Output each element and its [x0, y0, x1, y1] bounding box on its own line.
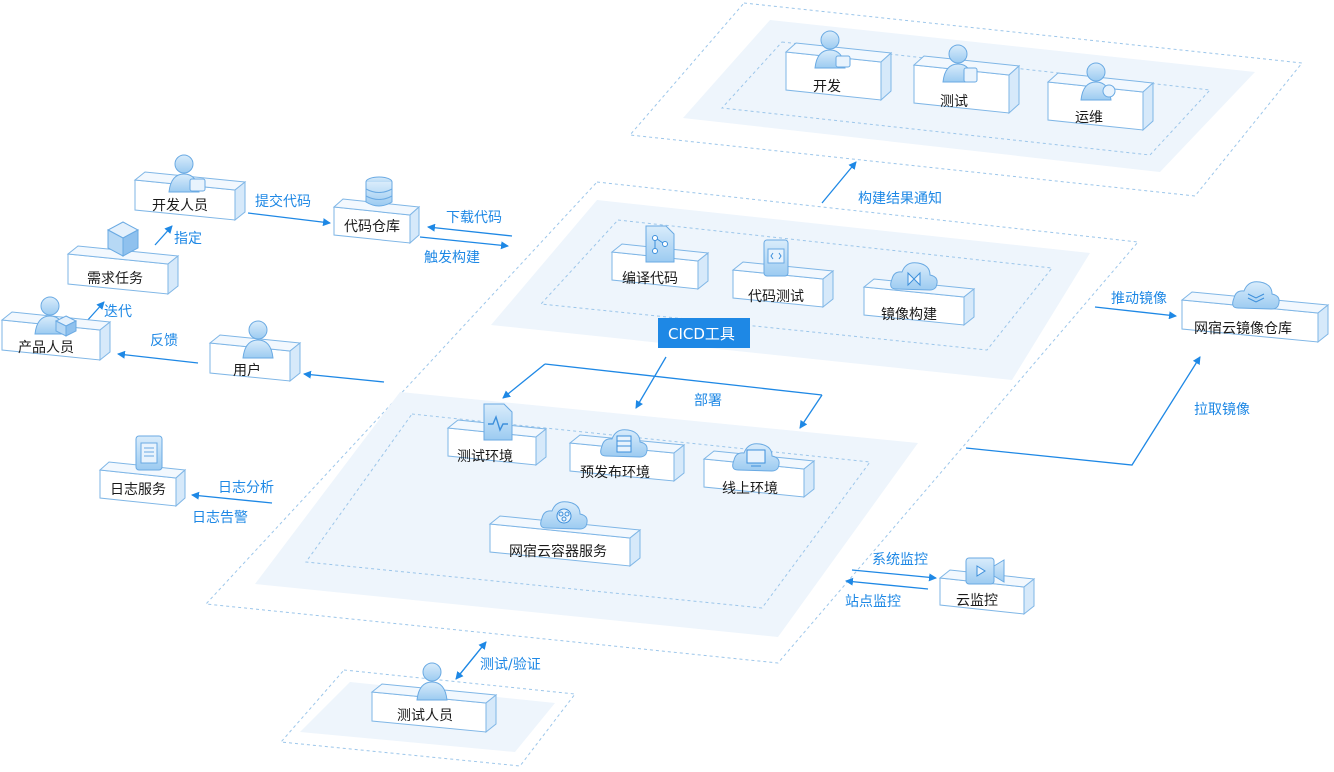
node-label-test: 测试 [940, 94, 968, 110]
cloud-image-icon [1232, 281, 1280, 310]
branch-icon [645, 225, 675, 263]
edge-label-build-notify: 构建结果通知 [858, 190, 942, 207]
developer-person-icon [168, 154, 206, 193]
node-cloud-monitor[interactable] [938, 569, 1036, 616]
zone-team-inner [720, 41, 1212, 156]
cloud-server-icon [600, 429, 648, 458]
database-icon [365, 176, 393, 207]
cube-icon [106, 221, 140, 257]
zone-team-outer [628, 2, 1303, 197]
node-label-online-env: 线上环境 [722, 481, 778, 497]
edge-site-monitor [845, 577, 929, 590]
node-label-image-build: 镜像构建 [881, 307, 937, 323]
edge-deploy-left [502, 363, 546, 399]
node-label-tester: 测试人员 [397, 708, 453, 724]
node-label-pre-release-env: 预发布环境 [580, 465, 650, 481]
edge-label-download-code: 下载代码 [446, 210, 502, 226]
node-label-product: 产品人员 [18, 340, 74, 356]
node-label-cloud-monitor: 云监控 [956, 593, 998, 609]
node-label-dev: 开发 [813, 79, 841, 95]
node-code-repo[interactable] [332, 198, 421, 245]
cloud-build-icon [890, 262, 938, 291]
edge-label-site-monitor: 站点监控 [845, 594, 901, 610]
edge-label-assign: 指定 [174, 231, 202, 247]
edges: 提交代码 下载代码 触发构建 指定 迭代 反馈 日志分析 日志告警 构建结果通知… [85, 161, 1250, 680]
user-person-icon [242, 320, 274, 359]
edge-label-test-verify: 测试/验证 [480, 657, 541, 673]
edge-log-analysis [191, 491, 273, 504]
cloud-container-icon [540, 501, 588, 530]
edge-label-feedback: 反馈 [150, 333, 178, 349]
node-label-ops: 运维 [1075, 110, 1103, 126]
edge-label-push-image: 推动镜像 [1111, 291, 1167, 307]
edge-label-submit-code: 提交代码 [255, 193, 311, 210]
node-test[interactable] [912, 55, 1021, 115]
node-label-image-repo: 网宿云镜像仓库 [1194, 320, 1292, 337]
edge-submit-code [247, 212, 331, 227]
cicd-badge[interactable] [658, 318, 750, 348]
zone-tester-outer [279, 669, 576, 767]
node-label-user: 用户 [233, 362, 261, 379]
nodes: 开发 测试 运维 [0, 30, 1330, 734]
zone-tools-inner [539, 219, 1053, 351]
zone-deploy-inner [305, 413, 871, 609]
node-label-log-service: 日志服务 [110, 482, 166, 498]
node-label-developer: 开发人员 [152, 198, 208, 214]
node-label-container-service: 网宿云容器服务 [509, 543, 607, 560]
edge-build-notify [821, 161, 857, 204]
edge-to-user [303, 370, 385, 383]
edge-label-deploy: 部署 [694, 393, 722, 409]
tester-icon [416, 662, 448, 701]
node-label-compile: 编译代码 [622, 271, 678, 287]
node-developer[interactable] [133, 171, 247, 222]
ops-person-icon [1080, 62, 1116, 101]
edge-assign [154, 225, 173, 246]
zone-deploy-fill [255, 392, 918, 637]
person-icon [814, 30, 851, 69]
edge-feedback [117, 350, 199, 364]
cloud-monitor-screen-icon [732, 443, 780, 472]
edge-test-verify-back [455, 641, 487, 680]
edge-deploy-right [799, 394, 823, 429]
video-camera-icon [965, 557, 1005, 585]
edge-label-system-monitor: 系统监控 [872, 552, 928, 568]
monitor-wave-icon [483, 403, 513, 441]
node-label-requirement: 需求任务 [87, 271, 143, 287]
edge-download-code [427, 223, 513, 237]
cicd-badge-label: CICD工具 [668, 325, 735, 343]
tester-person-icon [942, 44, 978, 83]
edge-label-log-alert: 日志告警 [192, 510, 248, 526]
edge-label-trigger-build: 触发构建 [424, 250, 480, 266]
edge-trigger-build [419, 236, 509, 250]
edge-push-image [1094, 306, 1177, 320]
edge-label-pull-image: 拉取镜像 [1194, 402, 1250, 418]
edge-pull-image [965, 356, 1201, 466]
product-person-icon [34, 296, 78, 337]
node-label-code-repo: 代码仓库 [344, 219, 400, 235]
node-requirement[interactable] [66, 245, 180, 296]
code-file-icon [763, 239, 789, 277]
edge-iterate [85, 301, 105, 323]
edge-label-log-analysis: 日志分析 [218, 480, 274, 496]
edge-label-iterate: 迭代 [104, 304, 132, 320]
document-icon [135, 435, 163, 471]
edge-deploy-down [635, 356, 667, 409]
zone-cicd-outer [204, 181, 1139, 664]
edge-system-monitor [851, 569, 937, 582]
edge-deploy-bar [544, 363, 823, 396]
node-label-code-test: 代码测试 [748, 289, 804, 305]
node-label-test-env: 测试环境 [457, 449, 513, 465]
